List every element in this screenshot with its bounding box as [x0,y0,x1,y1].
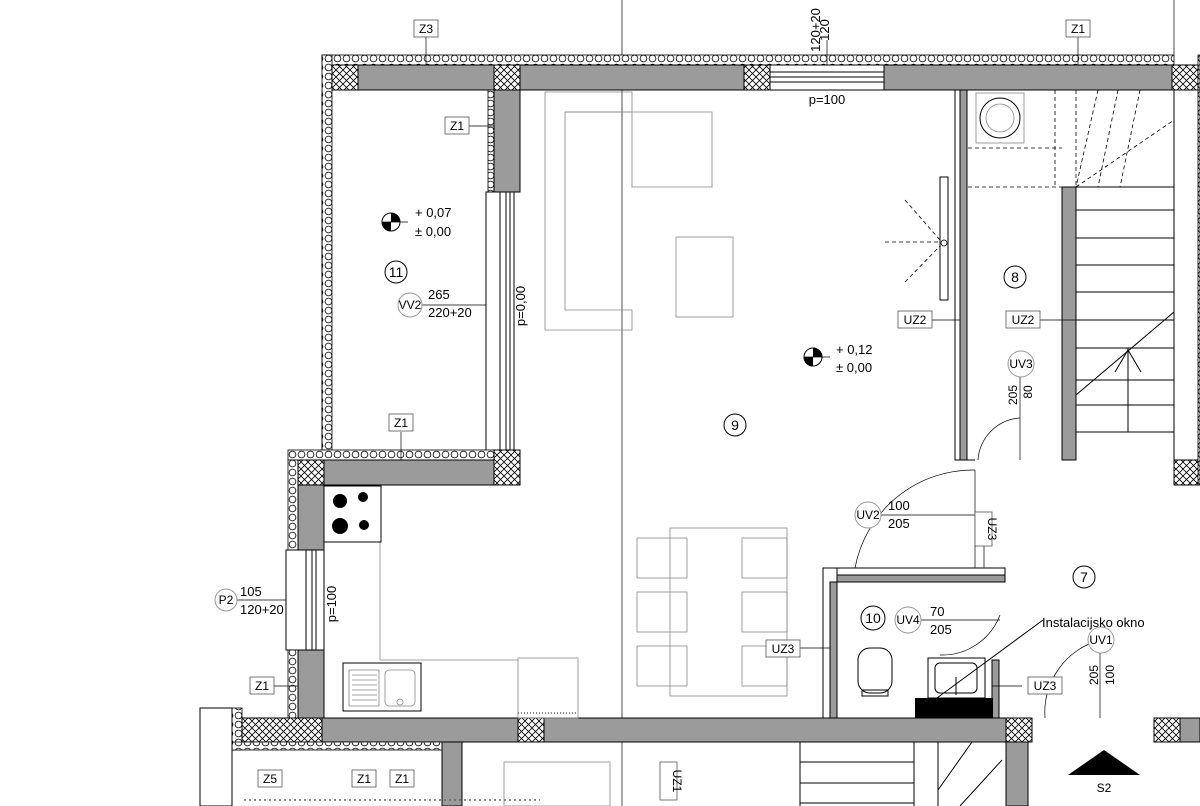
svg-text:UZ2: UZ2 [1012,313,1035,327]
top-window-width: 120 [817,19,832,41]
svg-text:UZ3: UZ3 [985,518,999,541]
tag-z1-room11: Z1 [444,116,470,135]
uv2-height: 205 [888,516,910,531]
room-number-10: 10 [860,605,886,631]
tag-z1-top-right: Z1 [1065,19,1091,38]
uv3-width: 80 [1021,385,1035,399]
tag-uz3-left: UZ3 [765,639,801,658]
wall-fixture [885,176,949,301]
room11-level-bottom: ± 0,00 [415,224,451,239]
room-number-7: 7 [1072,565,1096,589]
svg-text:Z1: Z1 [450,119,464,133]
grid-lines [621,0,1175,806]
tag-uz3-vertical: UZ3 [974,511,999,547]
room9-level-top: + 0,12 [836,342,873,357]
svg-text:UV1: UV1 [1089,633,1113,647]
uv2-tag: UV2 [854,501,882,529]
level-marker-room9 [803,347,830,367]
kitchen-west-wall [285,484,325,719]
svg-text:UV4: UV4 [896,613,920,627]
room-number-11: 11 [384,260,408,284]
svg-text:Z5: Z5 [263,772,277,786]
svg-text:Z1: Z1 [1071,22,1085,36]
vv2-sill: p=0,00 [513,286,528,326]
p2-width: 105 [240,584,262,599]
svg-text:10: 10 [865,610,881,626]
svg-text:7: 7 [1080,569,1088,585]
tag-z1-bottom-b: Z1 [389,769,415,788]
room11-level-top: + 0,07 [415,205,452,220]
kitchen [323,485,579,719]
uv4-width: 70 [930,604,944,619]
svg-text:VV2: VV2 [399,298,422,312]
room9-level-bottom: ± 0,00 [836,360,872,375]
stair-walls [954,89,1200,486]
top-window-sill: p=100 [809,92,846,107]
shaft-note: Instalacijsko okno [1042,615,1145,630]
tag-z3-top: Z3 [413,19,439,38]
uv4-height: 205 [930,622,952,637]
room-number-8: 8 [1003,265,1027,289]
vv2-height: 220+20 [428,305,472,320]
room11-walls [321,89,521,453]
p2-sill: p=100 [324,586,339,623]
tag-uz2-left: UZ2 [897,310,933,329]
vv2-width: 265 [428,287,450,302]
svg-text:UZ3: UZ3 [1034,679,1057,693]
p2-tag: P2 [214,588,238,612]
svg-text:Z1: Z1 [255,679,269,693]
svg-text:UZ1: UZ1 [670,770,684,793]
uv3-tag: UV3 [1007,350,1035,378]
wc-walls [822,567,1044,719]
tag-z1-bottom-a: Z1 [351,769,377,788]
staircase [968,89,1175,433]
svg-text:UV2: UV2 [856,508,880,522]
svg-text:UV3: UV3 [1009,357,1033,371]
uv3-height: 205 [1006,385,1020,405]
svg-text:11: 11 [389,264,404,280]
uv4-tag: UV4 [894,606,922,634]
level-marker-room11 [381,212,408,232]
uv1-height: 205 [1087,665,1101,685]
furniture-living [544,91,788,697]
tag-uz3-right: UZ3 [1027,676,1063,695]
tag-uz2-right: UZ2 [1005,310,1041,329]
lower-section [231,741,1140,806]
svg-text:Z1: Z1 [357,772,371,786]
p2-height: 120+20 [240,602,284,617]
svg-text:9: 9 [731,417,739,433]
top-exterior-wall [321,54,1200,451]
uv1-tag: UV1 [1087,626,1115,654]
room-number-9: 9 [723,413,747,437]
svg-text:Z1: Z1 [394,416,408,430]
svg-text:UZ2: UZ2 [904,313,927,327]
tag-z5: Z5 [257,769,283,788]
tag-z1-mid: Z1 [388,413,414,432]
bottom-wall [199,707,1200,806]
svg-text:Z3: Z3 [419,22,433,36]
uv1-width: 100 [1103,665,1117,685]
svg-text:UZ3: UZ3 [772,642,795,656]
section-s2-label: S2 [1097,781,1112,795]
tag-uz1: UZ1 [659,761,684,801]
vv2-tag: VV2 [397,292,423,318]
leader-lines [232,36,1079,687]
uv2-width: 100 [888,498,910,513]
tag-z1-kitchen: Z1 [249,676,275,695]
svg-text:8: 8 [1011,269,1019,285]
svg-text:P2: P2 [219,593,234,607]
top-window-height: 120+20 [808,8,823,52]
svg-text:Z1: Z1 [395,772,409,786]
